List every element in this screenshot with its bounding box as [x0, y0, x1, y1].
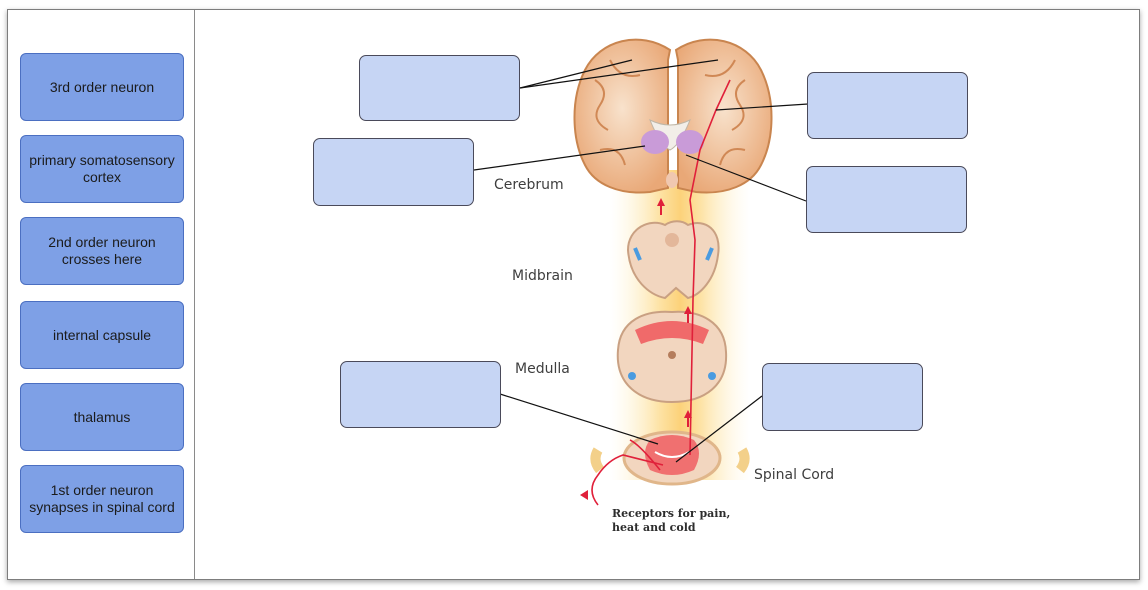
- chip-internal-capsule[interactable]: internal capsule: [20, 301, 184, 369]
- label-medulla: Medulla: [515, 361, 570, 377]
- medulla-illustration: [616, 310, 728, 404]
- midbrain-illustration: [626, 220, 720, 300]
- chip-thalamus[interactable]: thalamus: [20, 383, 184, 451]
- spinal-cord-illustration: [590, 430, 750, 486]
- chip-label: 3rd order neuron: [49, 78, 155, 95]
- label-cerebrum: Cerebrum: [494, 177, 564, 193]
- chip-label: thalamus: [73, 408, 131, 425]
- word-bank: 3rd order neuron primary somatosensory c…: [8, 10, 195, 579]
- leader-lines: [473, 59, 809, 463]
- chip-1st-order-neuron-synapses[interactable]: 1st order neuron synapses in spinal cord: [20, 465, 184, 533]
- drop-zone-2[interactable]: [807, 72, 968, 139]
- label-midbrain: Midbrain: [512, 268, 573, 284]
- drop-zone-3[interactable]: [313, 138, 474, 206]
- label-receptors: Receptors for pain, heat and cold: [612, 507, 731, 534]
- chip-2nd-order-neuron-crosses[interactable]: 2nd order neuron crosses here: [20, 217, 184, 285]
- drop-zone-6[interactable]: [762, 363, 923, 431]
- drop-zone-5[interactable]: [340, 361, 501, 428]
- drop-zone-1[interactable]: [359, 55, 520, 121]
- label-spinal-cord: Spinal Cord: [754, 467, 835, 483]
- drop-zone-4[interactable]: [806, 166, 967, 233]
- chip-label: primary somatosensory cortex: [29, 152, 175, 185]
- chip-label: 1st order neuron synapses in spinal cord: [29, 482, 175, 515]
- chip-label: 2nd order neuron crosses here: [48, 234, 156, 267]
- chip-label: internal capsule: [52, 326, 152, 343]
- chip-primary-somatosensory-cortex[interactable]: primary somatosensory cortex: [20, 135, 184, 203]
- ascending-arrows: [580, 198, 692, 500]
- chip-3rd-order-neuron[interactable]: 3rd order neuron: [20, 53, 184, 121]
- cerebrum-illustration: [573, 38, 773, 194]
